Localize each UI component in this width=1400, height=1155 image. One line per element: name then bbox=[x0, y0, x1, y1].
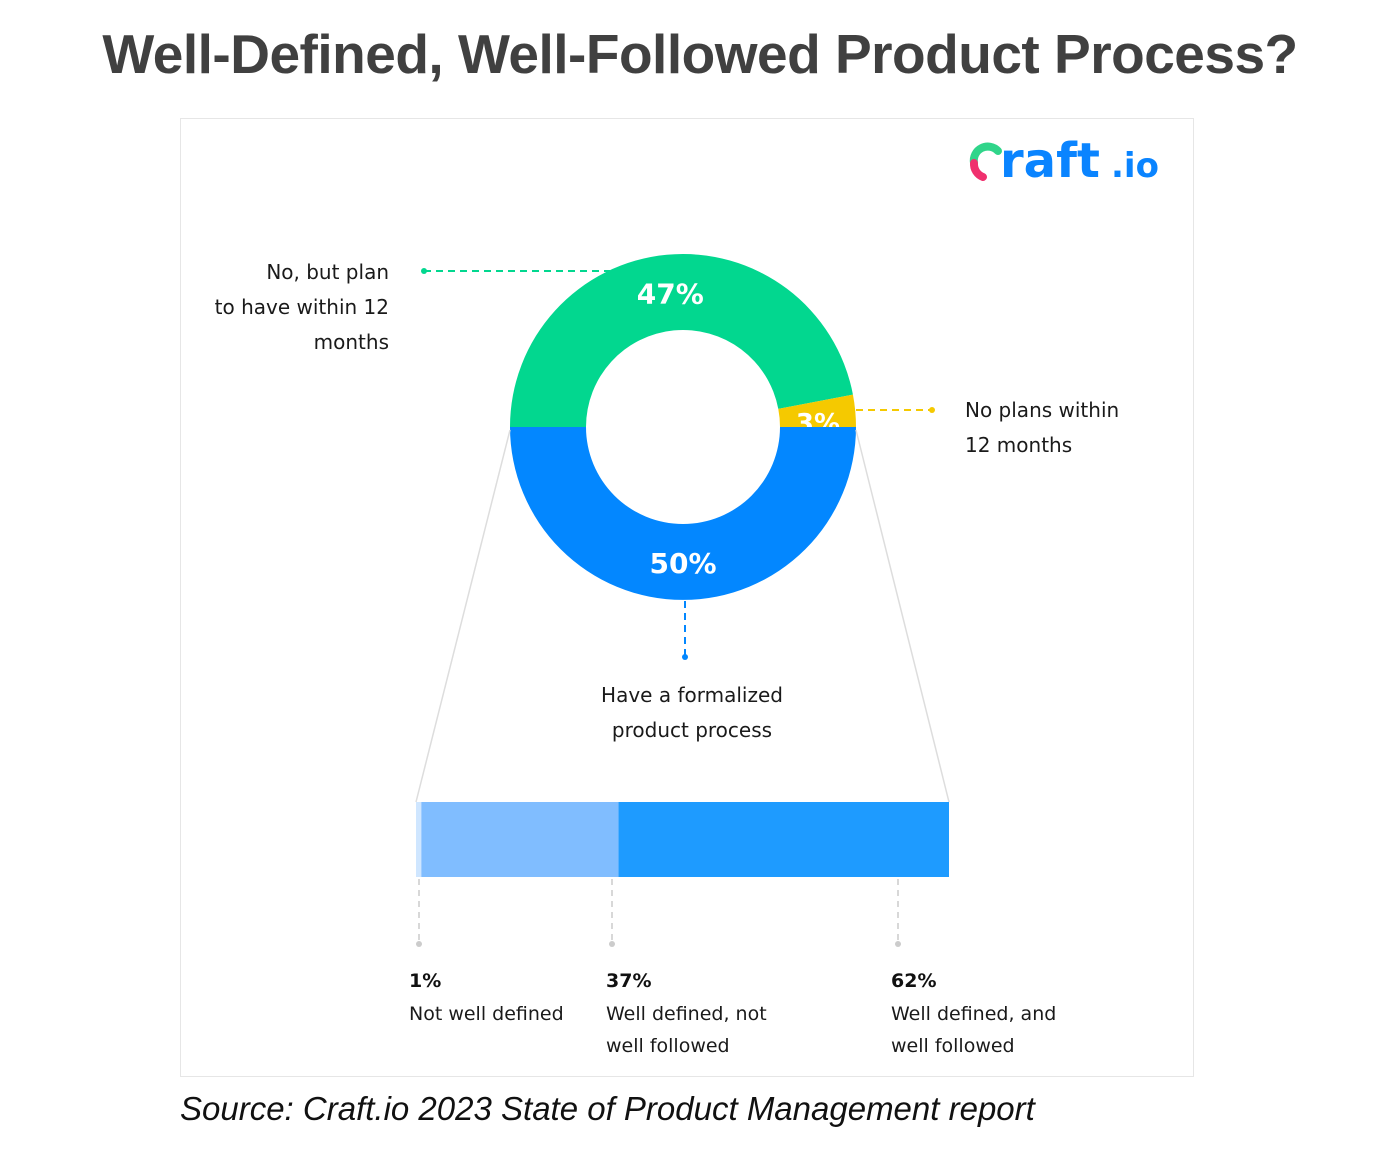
bar-value-label: 62% bbox=[891, 970, 936, 992]
donut-slice-label: to have within 12 bbox=[215, 295, 389, 319]
zoom-connector-lines bbox=[415, 429, 950, 803]
connector-line-right bbox=[855, 429, 950, 803]
callout-dot bbox=[421, 268, 427, 274]
bar-segment-label: well followed bbox=[606, 1035, 730, 1057]
logo-suffix: .io bbox=[1111, 146, 1159, 186]
donut-slice bbox=[778, 394, 856, 427]
bar-value-label: 37% bbox=[606, 970, 651, 992]
donut-slice-label: Have a formalized bbox=[601, 683, 783, 707]
stacked-bar-chart: 1% Not well defined 37% Well defined, not we… bbox=[409, 802, 1056, 1057]
donut-slice bbox=[510, 254, 853, 427]
bar-segment-label: Well defined, and bbox=[891, 1003, 1056, 1025]
bar-value-label: 1% bbox=[409, 970, 441, 992]
donut-callouts: No, but plan to have within 12 months No pl… bbox=[215, 260, 1120, 742]
bar-segment bbox=[421, 802, 619, 877]
logo-text: raft bbox=[1000, 133, 1100, 189]
bar-segment-label: Well defined, not bbox=[606, 1003, 767, 1025]
donut-slice bbox=[510, 427, 856, 600]
donut-slice-label: 12 months bbox=[965, 433, 1072, 457]
donut-slice-label: months bbox=[314, 330, 389, 354]
bar-segment bbox=[618, 802, 949, 877]
bar-tick-dot bbox=[609, 941, 615, 947]
donut-slice-label: No, but plan bbox=[266, 260, 389, 284]
logo-c-accent-red-icon bbox=[970, 159, 987, 181]
callout-dot bbox=[682, 654, 688, 660]
bar-tick-dot bbox=[416, 941, 422, 947]
bar-tick-dot bbox=[895, 941, 901, 947]
donut-value-label: 47% bbox=[637, 278, 704, 311]
source-caption: Source: Craft.io 2023 State of Product M… bbox=[180, 1090, 1035, 1127]
bar-segment-label: Not well defined bbox=[409, 1003, 564, 1025]
bar-segment bbox=[416, 802, 422, 877]
bar-segment-label: well followed bbox=[891, 1035, 1015, 1057]
donut-value-label: 50% bbox=[649, 547, 716, 580]
page-title: Well-Defined, Well-Followed Product Proc… bbox=[102, 23, 1298, 85]
callout-dot bbox=[929, 407, 935, 413]
connector-line-left bbox=[415, 429, 511, 803]
logo-c-accent-icon bbox=[969, 142, 1002, 167]
craft-io-logo: raft .io bbox=[969, 133, 1159, 189]
donut-slice-label: product process bbox=[612, 718, 772, 742]
donut-slice-label: No plans within bbox=[965, 398, 1119, 422]
